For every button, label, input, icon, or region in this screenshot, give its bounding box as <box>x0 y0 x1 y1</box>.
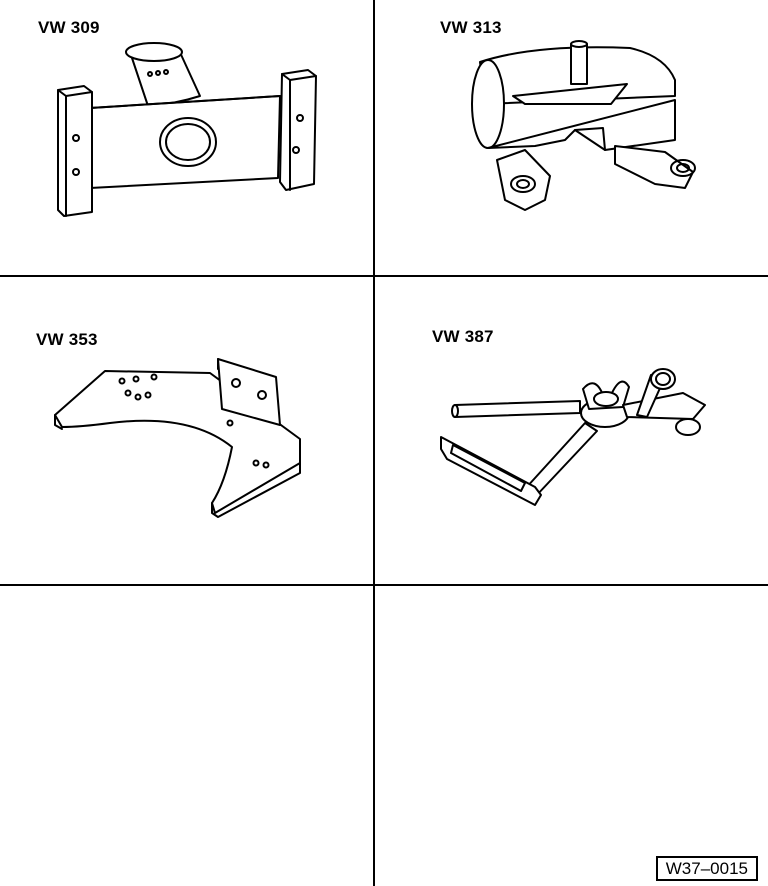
tool-label-vw313: VW 313 <box>440 18 502 37</box>
grid-divider-horizontal-2 <box>0 584 768 586</box>
grid-divider-vertical <box>373 0 375 886</box>
reference-number: W37–0015 <box>655 856 758 881</box>
vw387-tool-drawing-icon <box>375 277 768 584</box>
grid-divider-horizontal-1 <box>0 275 768 277</box>
vw353-tool-drawing-icon <box>0 277 373 584</box>
vw309-tool-drawing-icon <box>0 0 373 275</box>
tool-label-vw387: VW 387 <box>432 327 494 346</box>
tool-label-vw309: VW 309 <box>38 18 100 37</box>
vw313-tool-drawing-icon <box>375 0 768 275</box>
tool-label-vw353: VW 353 <box>36 330 98 349</box>
